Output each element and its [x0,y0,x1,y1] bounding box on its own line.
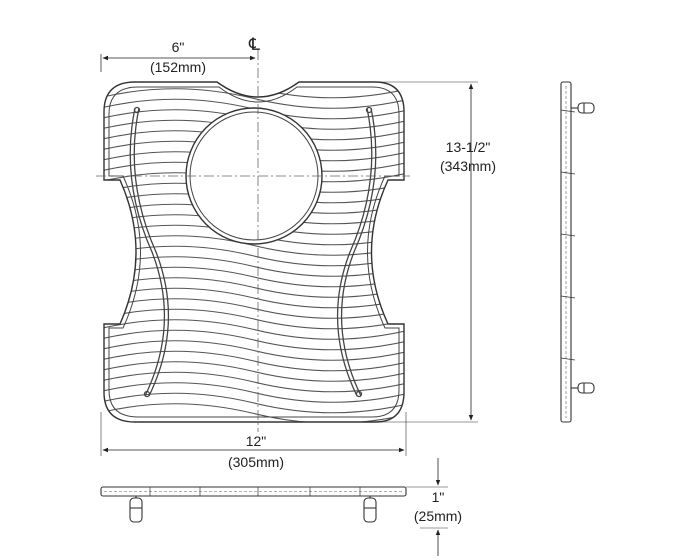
dimension-height-metric: (343mm) [440,158,496,174]
side-view [560,81,595,423]
dimension-height: 13-1/2" (343mm) [360,81,496,423]
wire-bar [104,266,404,288]
wire-bar [104,371,404,393]
dimension-height-imperial: 13-1/2" [446,139,491,155]
wire-bar [104,82,404,99]
dimension-depth-imperial: 1" [432,489,445,505]
wire-bar [104,245,404,267]
centerlines [96,50,410,432]
wire-bar [104,256,404,277]
wire-bar [104,392,404,414]
wire-bar [104,298,404,319]
wire-bar [104,403,404,422]
wire-bar [104,277,404,298]
grid-inner-frame [108,86,400,418]
front-view-foot-right [363,496,377,523]
dimension-top-width-metric: (152mm) [150,59,206,75]
top-view: ℄ [96,35,410,432]
wire-bar [104,88,404,109]
wire-bar [104,329,404,351]
side-view-foot-bottom [571,382,595,394]
wire-bar [104,361,404,382]
dimension-depth: 1" (25mm) [406,458,462,556]
front-view [100,486,407,523]
dimension-top-width: 6" (152mm) [100,39,256,75]
wire-bar [104,308,404,330]
wire-bar [104,340,404,361]
dimension-width-imperial: 12" [246,433,267,449]
wire-bar [104,287,404,309]
dimension-top-width-imperial: 6" [172,39,185,55]
wire-bar [104,350,404,372]
dimension-depth-metric: (25mm) [414,508,462,524]
wire-bar [104,319,404,340]
dimension-width-metric: (305mm) [228,454,284,470]
wire-bar [104,382,404,403]
wire-bar [104,235,404,256]
centerline-symbol: ℄ [248,35,260,54]
dimension-width: 12" (305mm) [100,412,407,470]
front-view-foot-left [129,496,143,523]
support-rods [129,106,377,398]
side-view-foot-top [571,102,595,114]
